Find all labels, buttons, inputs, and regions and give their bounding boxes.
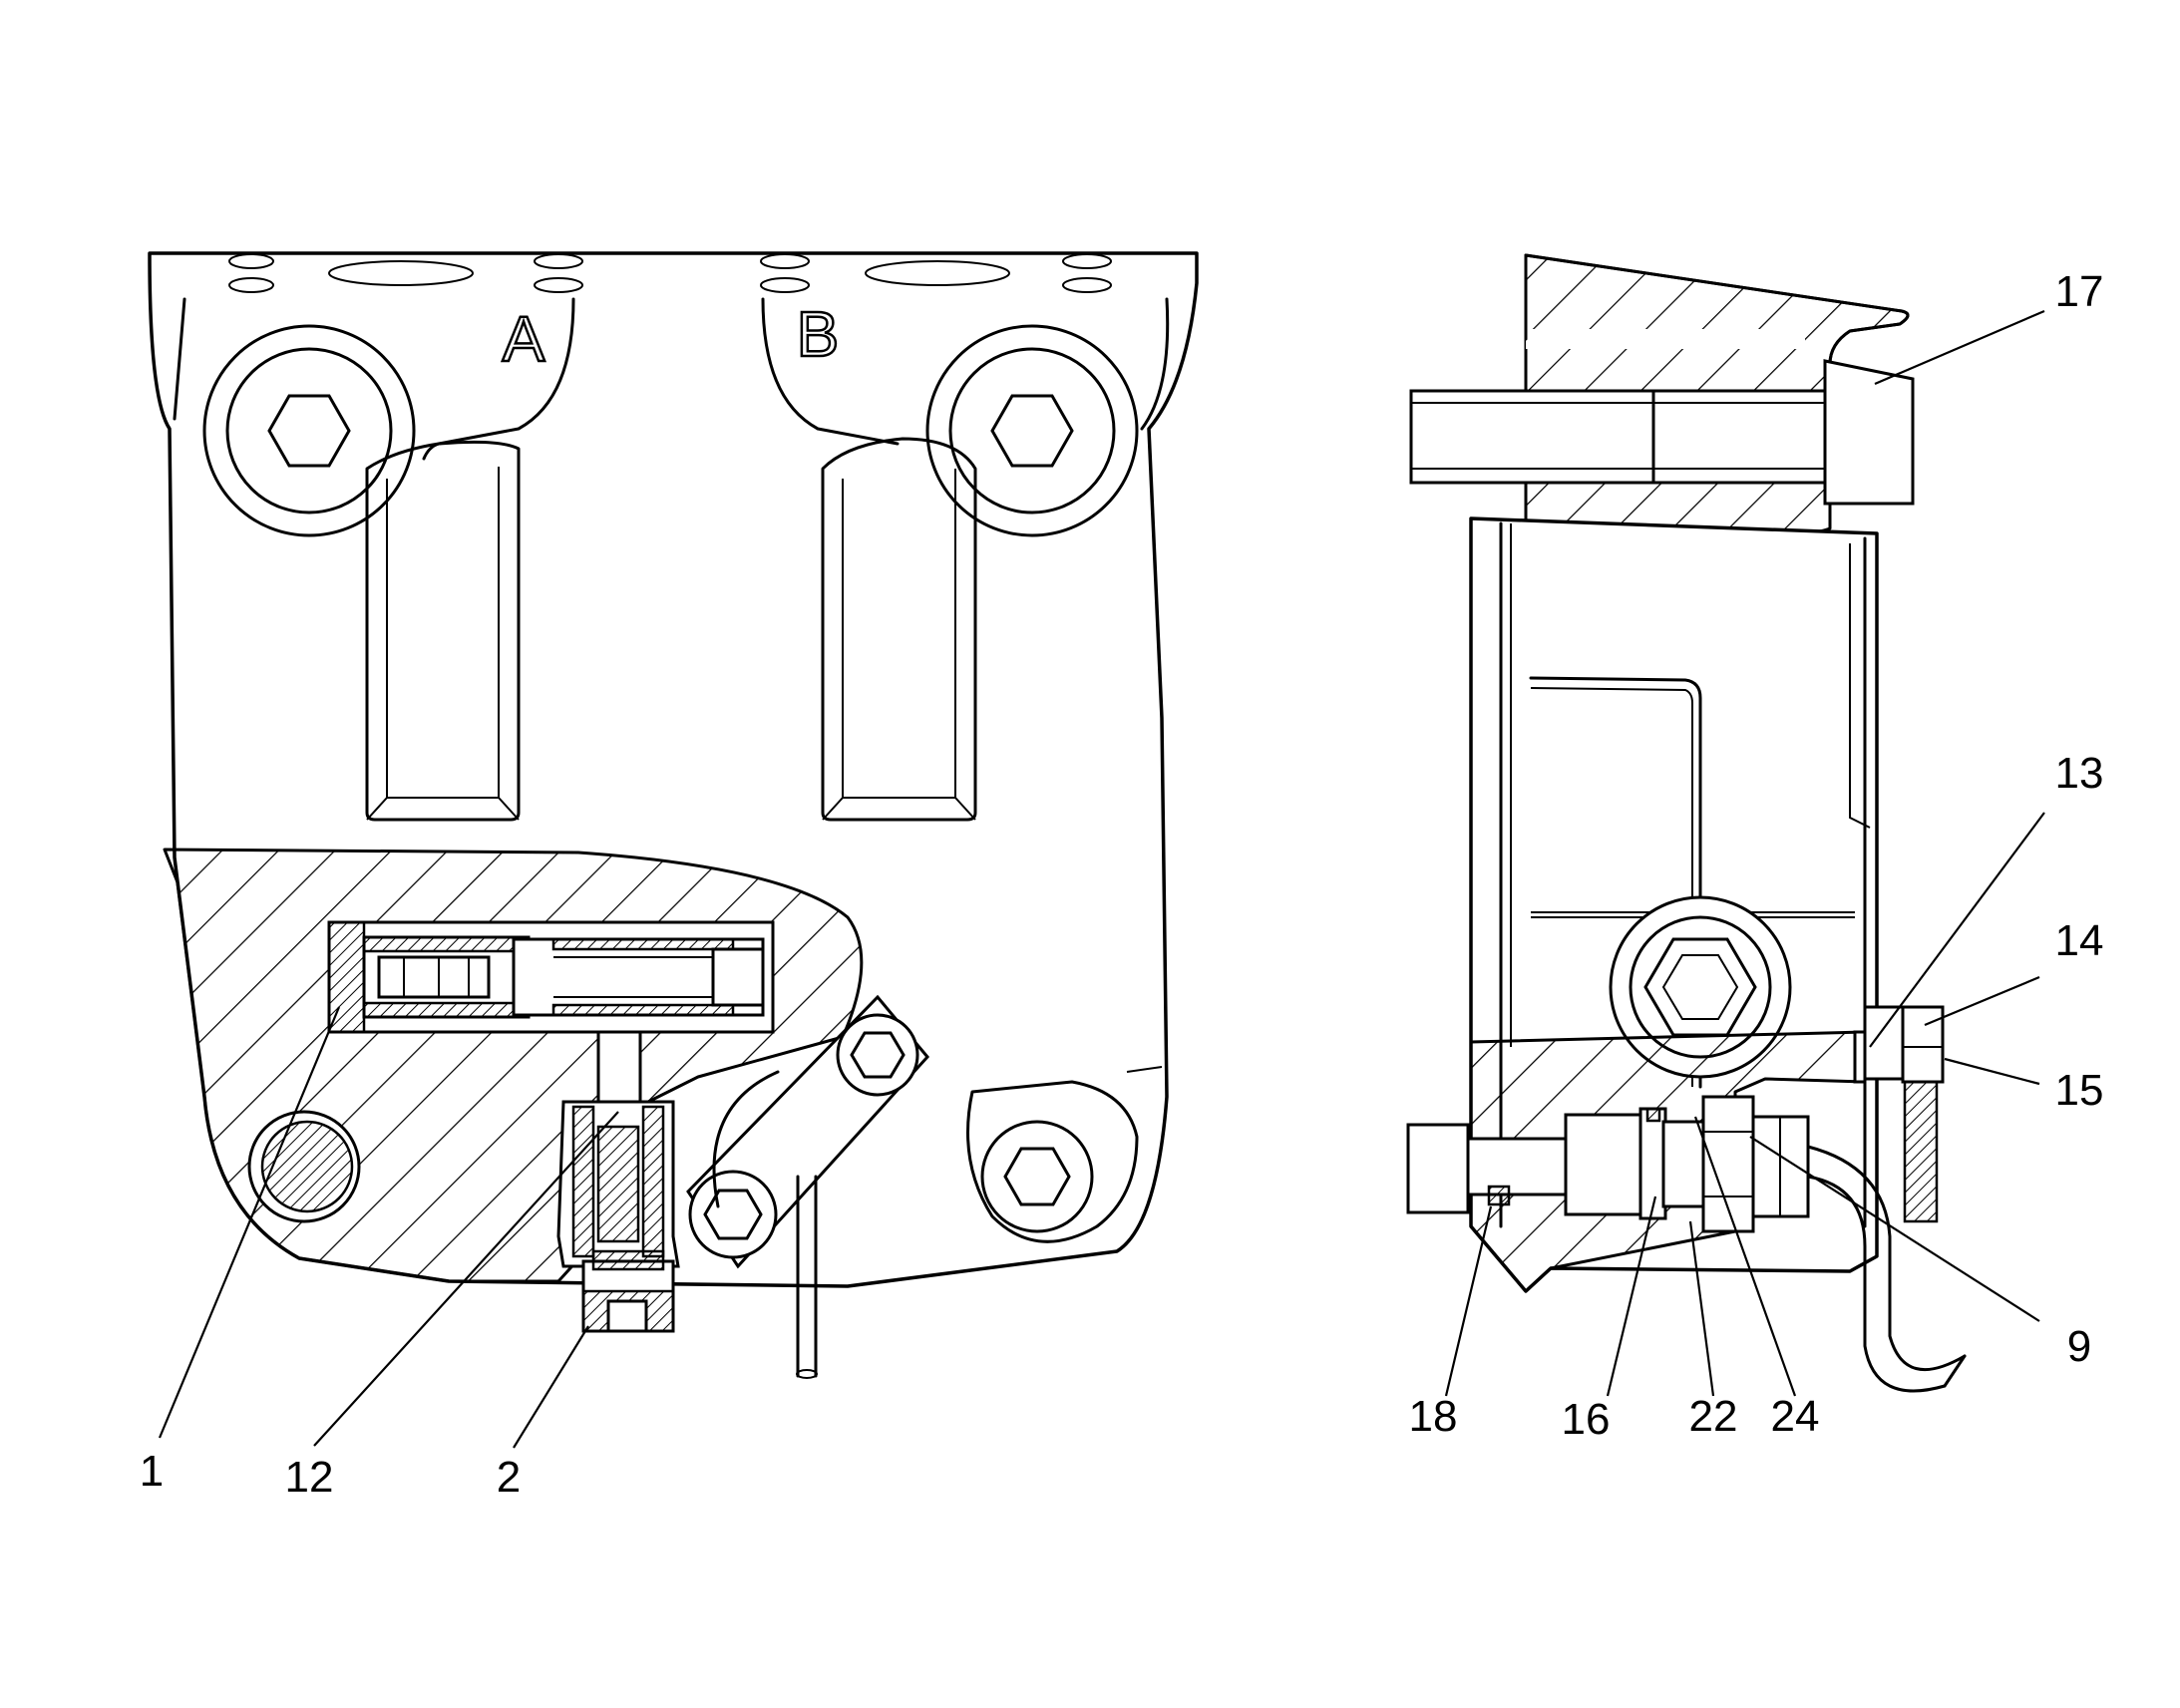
callout-24: 24 bbox=[1771, 1392, 1820, 1441]
spool-assembly bbox=[327, 920, 765, 1034]
upper-left-bolt bbox=[202, 324, 416, 537]
left-view: A B bbox=[148, 251, 1199, 1449]
callout-22: 22 bbox=[1689, 1392, 1738, 1441]
right-leaders bbox=[1444, 309, 2045, 1397]
callout-14: 14 bbox=[2055, 916, 2104, 965]
upper-right-bolt bbox=[925, 324, 1139, 537]
left-leaders bbox=[158, 1006, 619, 1449]
callout-15: 15 bbox=[2055, 1066, 2104, 1115]
callout-12: 12 bbox=[285, 1453, 334, 1502]
callout-2: 2 bbox=[497, 1453, 521, 1502]
callout-labels: 1 12 2 17 13 14 15 9 18 16 22 24 bbox=[140, 267, 2104, 1502]
callout-18: 18 bbox=[1409, 1392, 1458, 1441]
callout-17: 17 bbox=[2055, 267, 2104, 316]
callout-13: 13 bbox=[2055, 749, 2104, 798]
callout-16: 16 bbox=[1562, 1395, 1611, 1444]
side-hex-bolt bbox=[1609, 895, 1792, 1079]
flange-holes bbox=[228, 253, 1112, 293]
plug bbox=[247, 1110, 361, 1223]
port-label-b: B bbox=[797, 298, 840, 370]
shaft bbox=[1409, 389, 1830, 485]
lower-right-bolt bbox=[966, 1066, 1163, 1243]
callout-1: 1 bbox=[140, 1447, 164, 1496]
left-pocket bbox=[365, 440, 521, 822]
angled-bracket bbox=[686, 994, 929, 1379]
right-view bbox=[1406, 253, 2045, 1397]
right-pocket bbox=[821, 437, 977, 822]
port-label-a: A bbox=[503, 303, 545, 375]
callout-9: 9 bbox=[2067, 1322, 2091, 1371]
cap-17 bbox=[1823, 359, 1915, 506]
relief-valve bbox=[556, 1100, 680, 1333]
